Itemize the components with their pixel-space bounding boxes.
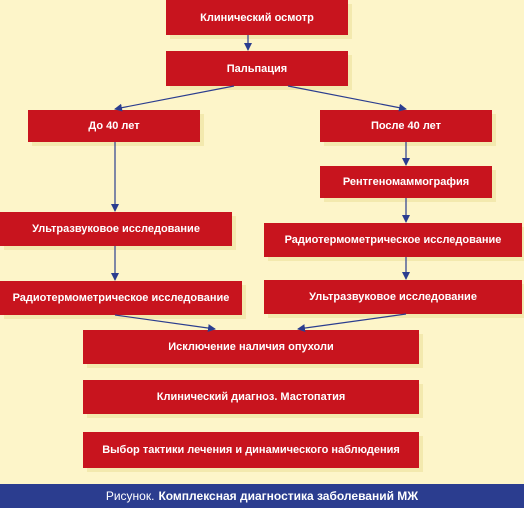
arrow-left-to-tumor-exclusion [114, 314, 216, 332]
node-ultrasound-left: Ультразвуковое исследование [0, 212, 232, 246]
node-label: Рентгеномаммография [342, 176, 470, 188]
node-label: Исключение наличия опухоли [168, 341, 334, 353]
node-clinical-diagnosis: Клинический диагноз. Мастопатия [83, 380, 419, 414]
node-x-ray-mammography: Рентгеномаммография [320, 166, 492, 198]
node-radiothermometry-right: Радиотермометрическое исследование [264, 223, 522, 257]
node-label: Пальпация [226, 62, 288, 75]
node-palpation: Пальпация [166, 51, 348, 86]
node-label: Ультразвуковое исследование [32, 223, 200, 235]
caption-title: Комплексная диагностика заболеваний МЖ [158, 489, 419, 503]
arrow-palpation-to-under-40 [114, 85, 235, 112]
node-label: После 40 лет [370, 120, 442, 132]
node-clinical-exam: Клинический осмотр [166, 0, 348, 35]
node-radiothermometry-left: Радиотермометрическое исследование [0, 281, 242, 315]
caption-label: Рисунок. [105, 489, 155, 503]
node-label: Радиотермометрическое исследование [12, 292, 230, 304]
node-ultrasound-right: Ультразвуковое исследование [264, 280, 522, 314]
node-label: Клинический диагноз. Мастопатия [156, 391, 346, 403]
node-treatment-choice: Выбор тактики лечения и динамического на… [83, 432, 419, 468]
node-label: До 40 лет [88, 120, 140, 132]
figure-caption: Рисунок. Комплексная диагностика заболев… [0, 484, 524, 508]
arrow-palpation-to-over-40 [287, 85, 407, 112]
node-label: Клинический осмотр [200, 11, 314, 24]
node-label: Выбор тактики лечения и динамического на… [102, 444, 400, 456]
diagnostic-flowchart: Клинический осмотр Пальпация До 40 лет П… [0, 0, 522, 468]
node-under-40: До 40 лет [28, 110, 200, 142]
node-label: Ультразвуковое исследование [309, 291, 477, 303]
node-tumor-exclusion: Исключение наличия опухоли [83, 330, 419, 364]
node-over-40: После 40 лет [320, 110, 492, 142]
arrow-right-to-tumor-exclusion [297, 313, 407, 332]
connector-arrows [111, 35, 410, 332]
node-label: Радиотермометрическое исследование [284, 234, 502, 246]
